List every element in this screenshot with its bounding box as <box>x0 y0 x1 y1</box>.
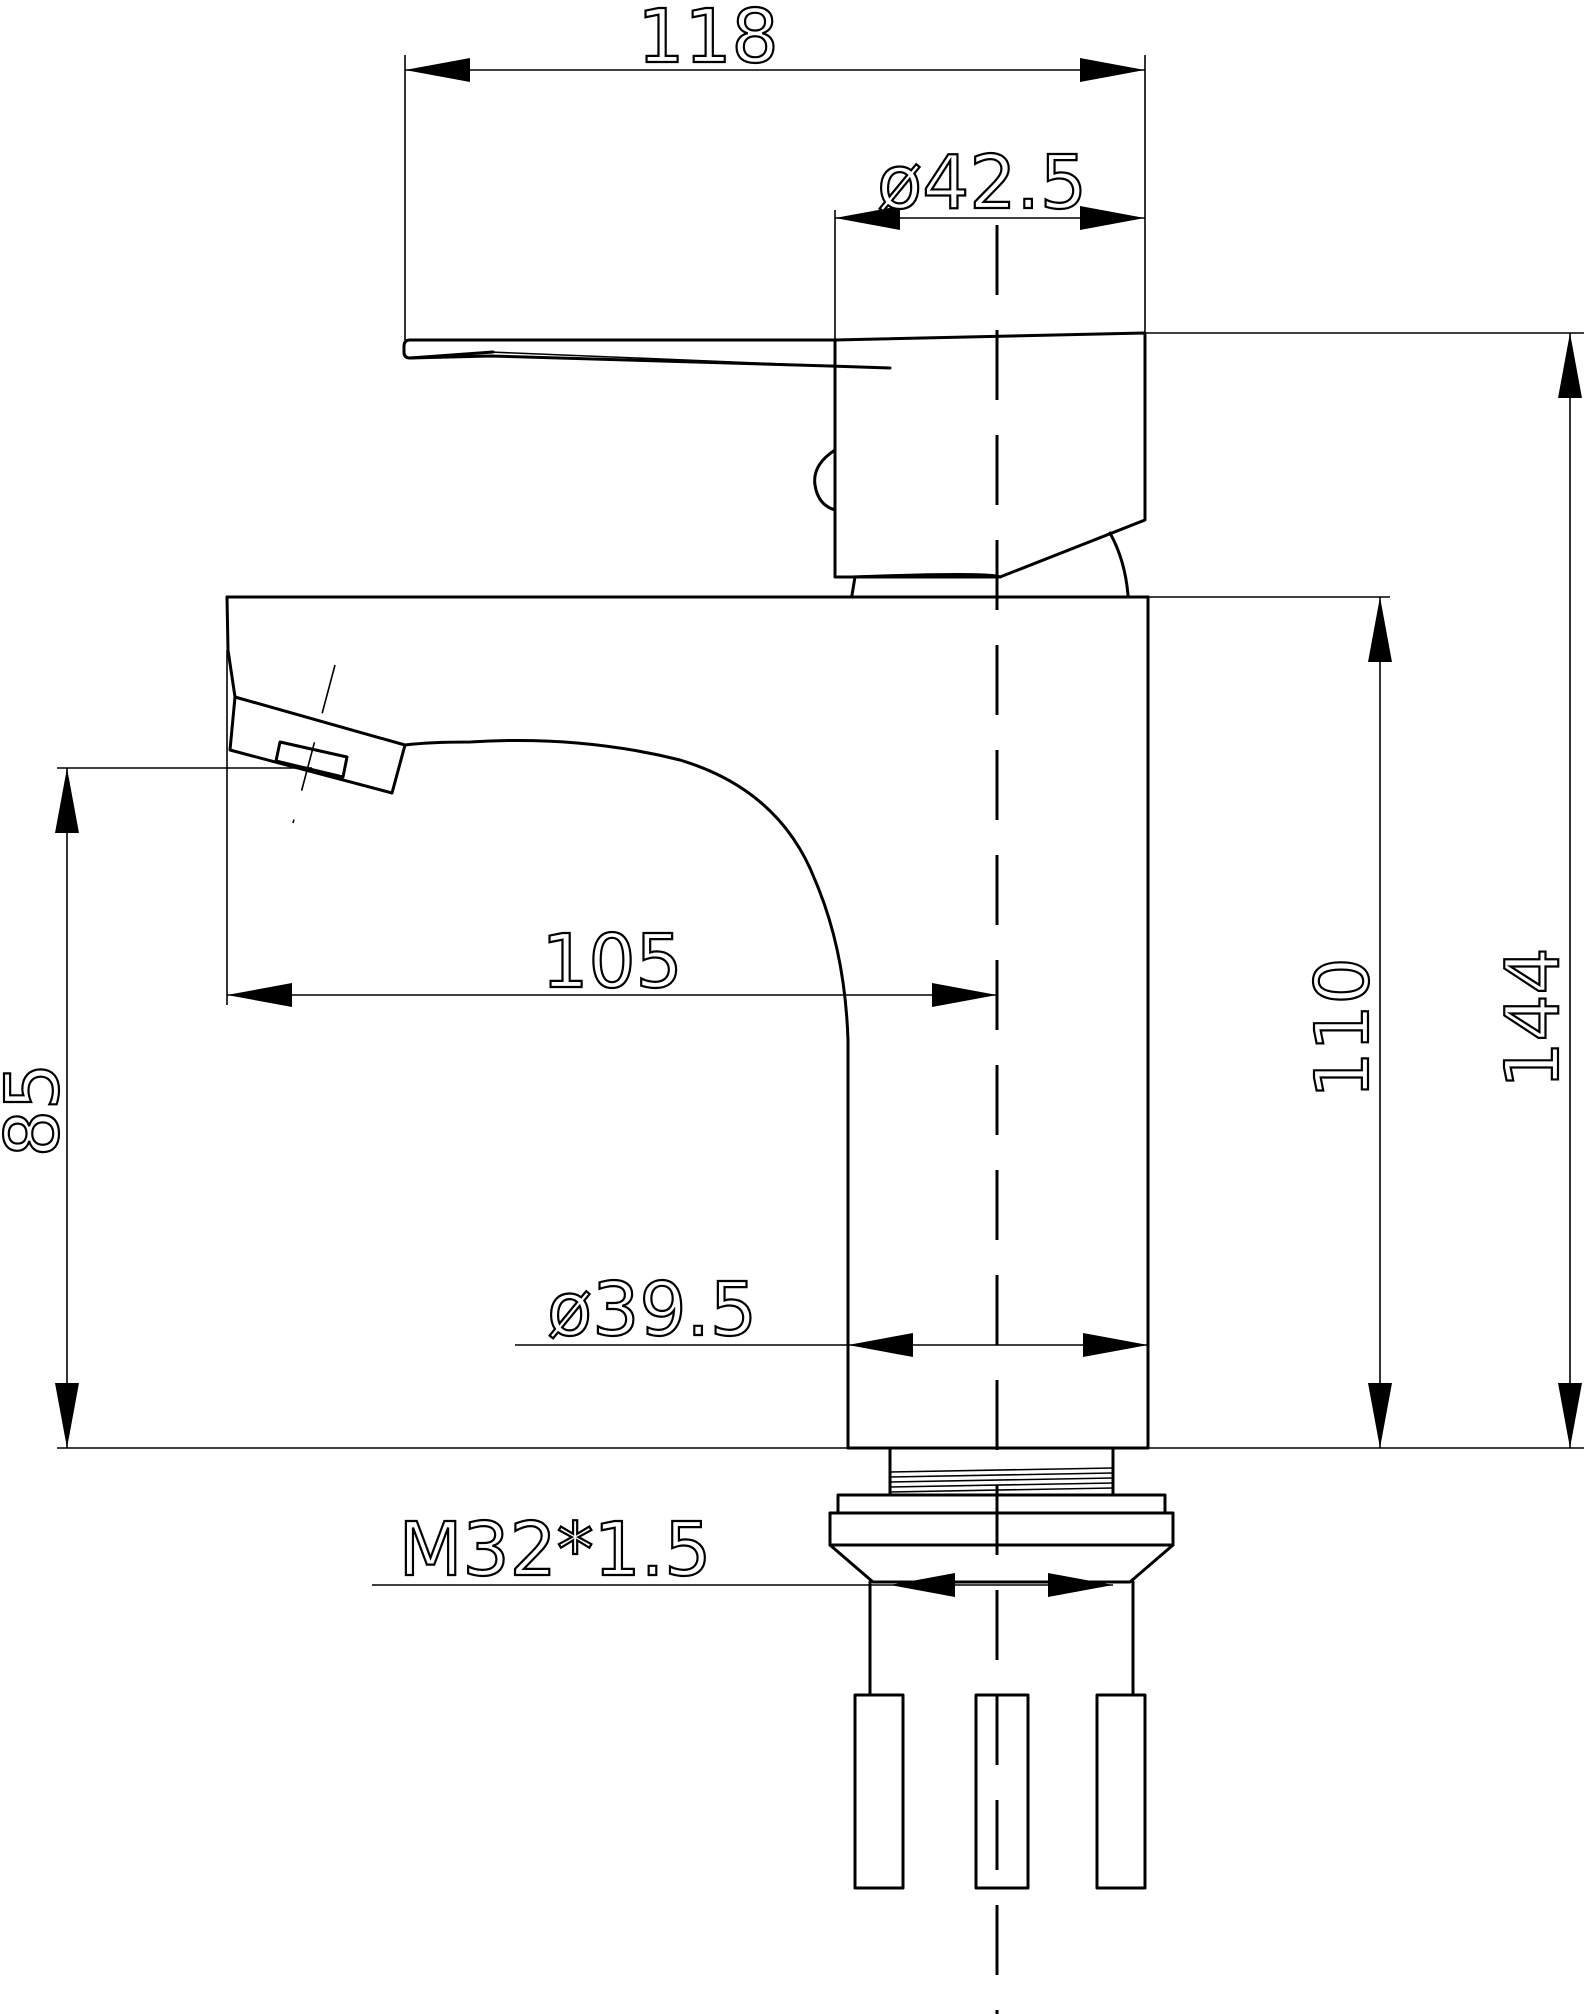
thread-fitting <box>828 1446 1175 1890</box>
thread-hatching <box>889 1467 1114 1493</box>
dim-thread: M32*1.5 <box>399 1507 712 1593</box>
dim-spout-height: 85 <box>0 1063 76 1157</box>
dim-total-height: 144 <box>1490 947 1576 1088</box>
centerlines <box>292 225 999 2014</box>
dim-body-diameter: ø39.5 <box>547 1267 757 1353</box>
dim-overall-width: 118 <box>637 0 778 80</box>
spout-body <box>225 595 1150 1450</box>
dim-body-height: 110 <box>1300 957 1386 1098</box>
handle-cartridge <box>813 331 1147 597</box>
handle-lever <box>402 338 892 370</box>
dim-spout-reach: 105 <box>541 919 682 1005</box>
dim-handle-diameter: ø42.5 <box>877 140 1087 226</box>
dimension-lines <box>55 55 1584 1597</box>
dimension-labels: 118 ø42.5 105 ø39.5 M32*1.5 110 144 85 <box>0 0 1577 1594</box>
